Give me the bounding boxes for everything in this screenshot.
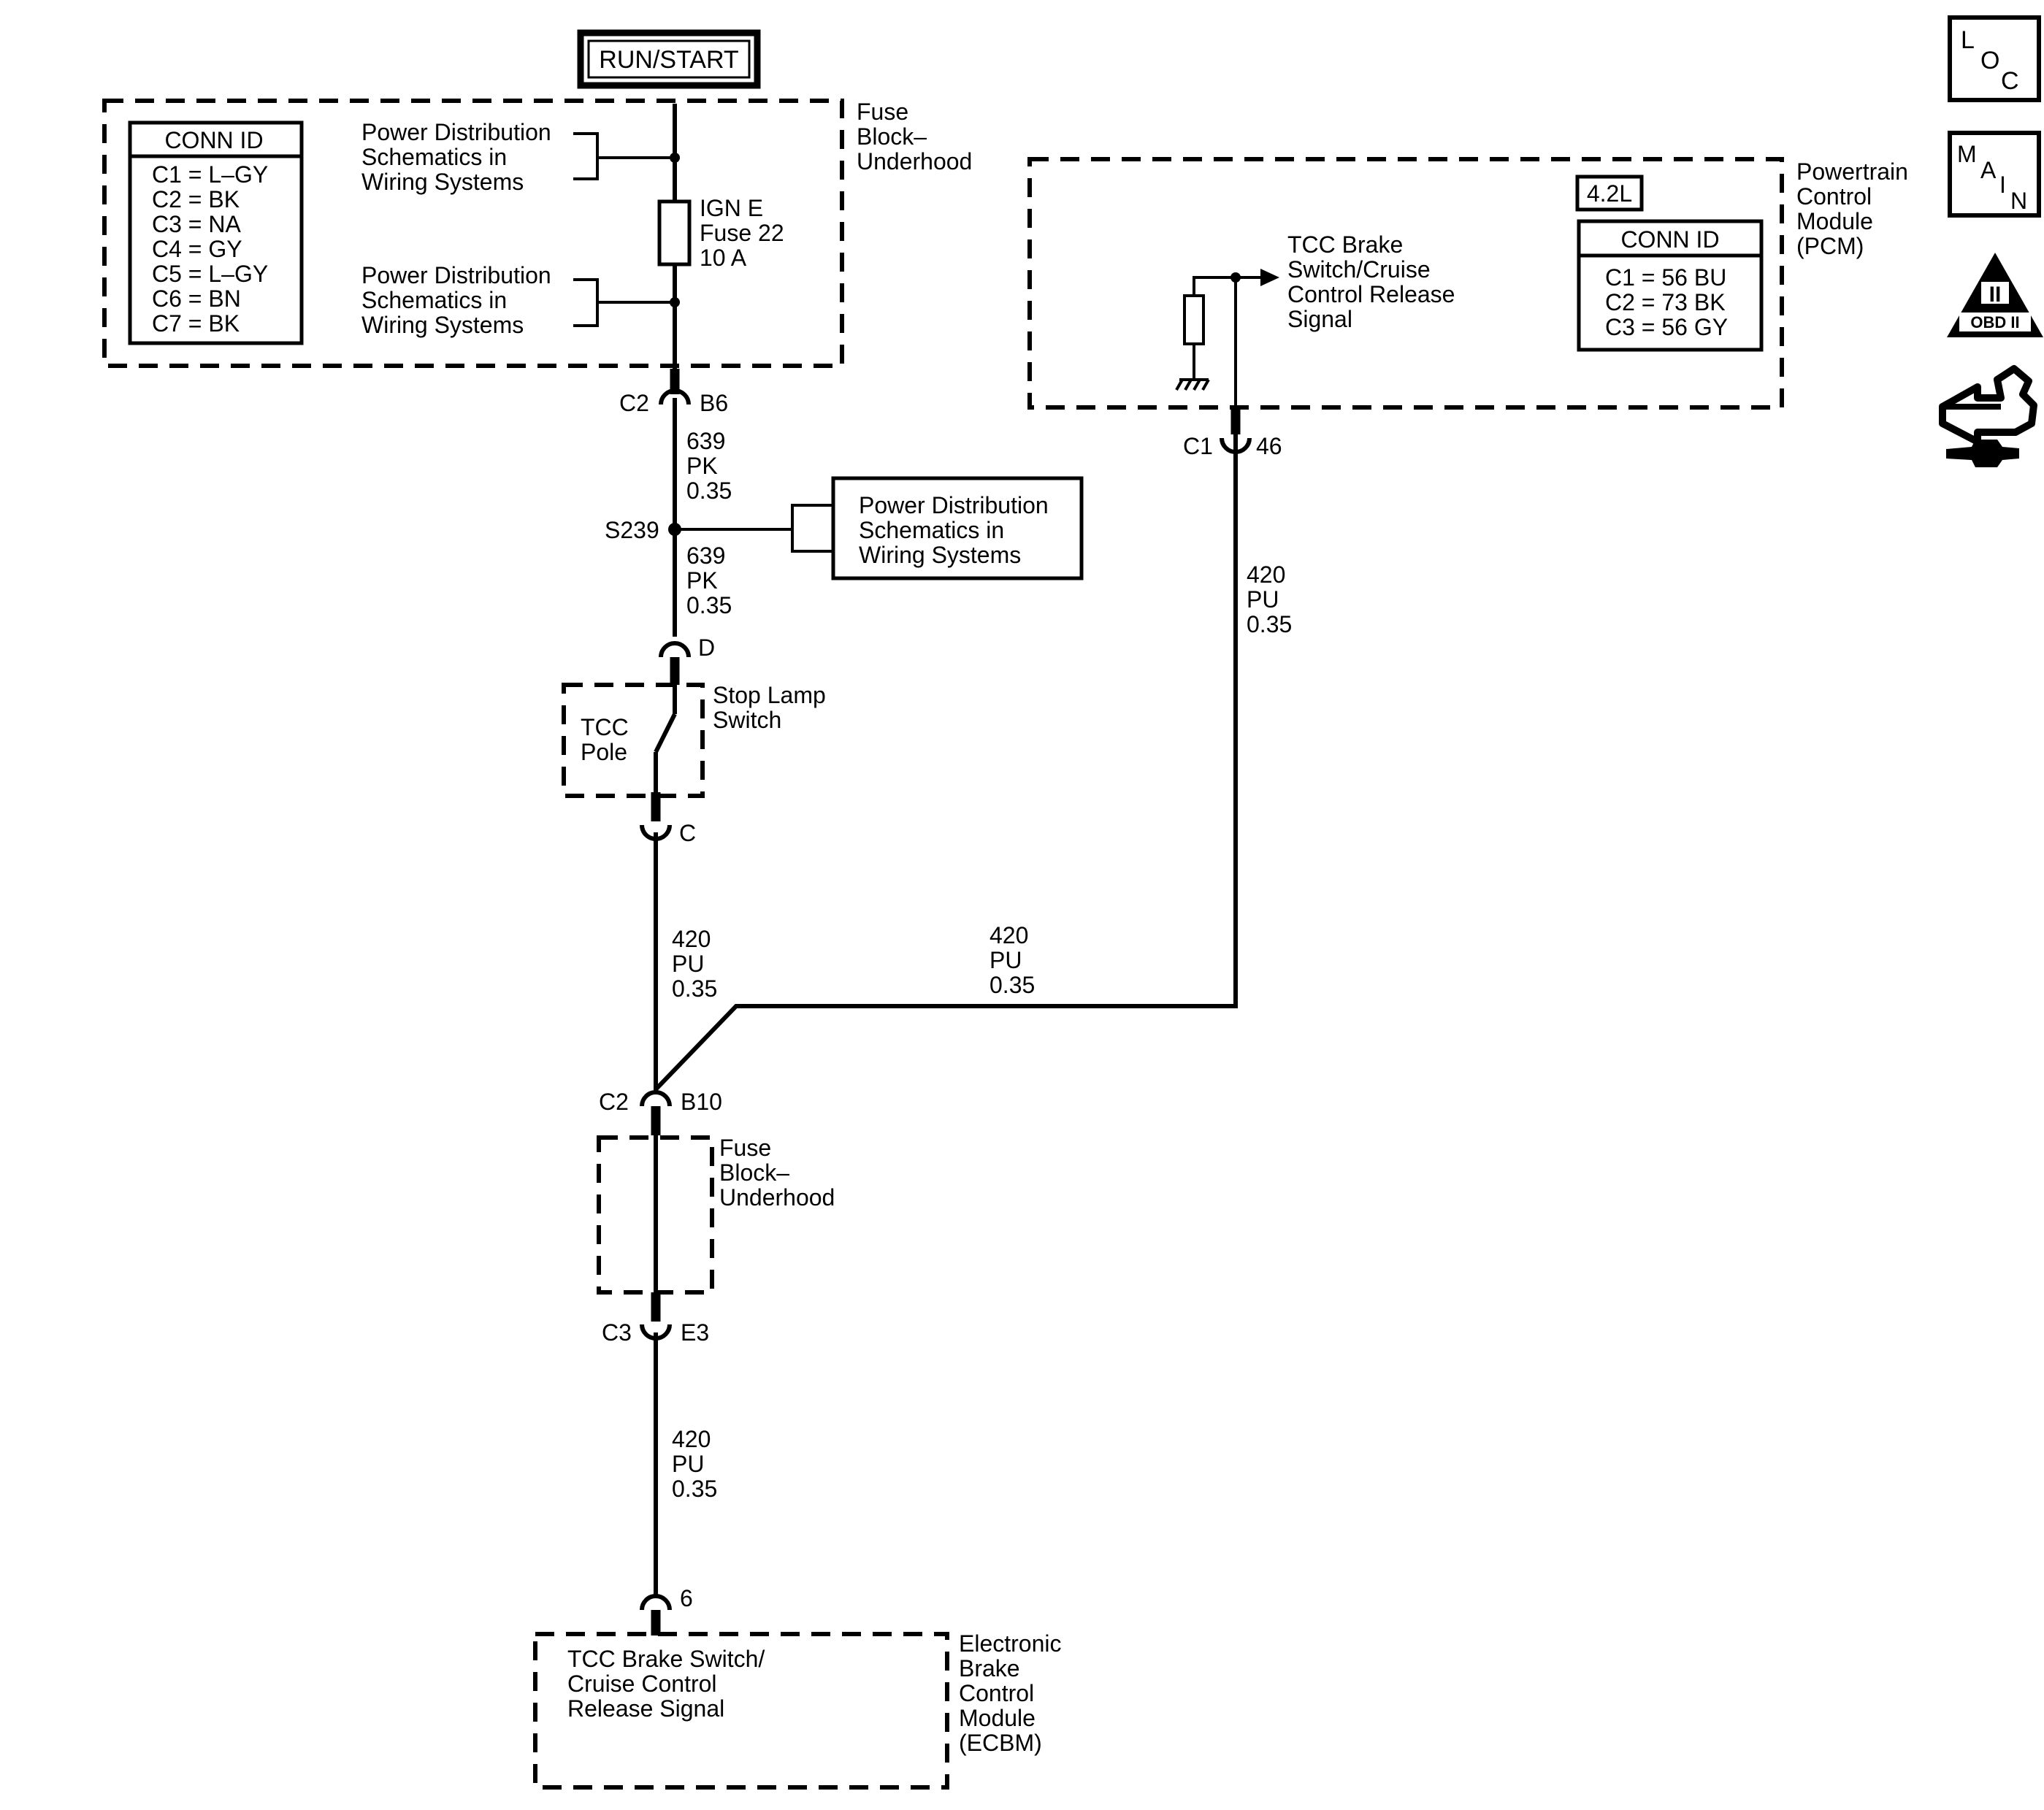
svg-text:N: N bbox=[2010, 188, 2027, 214]
ecbm-module: TCC Brake Switch/ Cruise Control Release… bbox=[533, 1630, 1068, 1790]
svg-text:B6: B6 bbox=[700, 390, 728, 416]
run-start-source: RUN/START bbox=[577, 29, 761, 89]
wire-label-639-b: 639 PK 0.35 bbox=[686, 542, 732, 618]
ecbm-signal-label: TCC Brake Switch/ Cruise Control Release… bbox=[567, 1646, 771, 1722]
junction-dot bbox=[670, 153, 680, 163]
conn-id-table-pcm: CONN ID C1 = 56 BU C2 = 73 BK C3 = 56 GY bbox=[1577, 219, 1764, 352]
pcm-conn-id-rows: C1 = 56 BU C2 = 73 BK C3 = 56 GY bbox=[1605, 264, 1733, 340]
pcm-signal-label: TCC Brake Switch/Cruise Control Release … bbox=[1287, 231, 1461, 332]
svg-text:C: C bbox=[679, 820, 696, 846]
svg-text:I: I bbox=[1999, 172, 2006, 198]
signal-arrow bbox=[1260, 269, 1279, 286]
fuse-22-symbol bbox=[657, 199, 692, 266]
svg-text:46: 46 bbox=[1256, 433, 1282, 459]
pull-down-resistor bbox=[1183, 294, 1205, 345]
obd-ii-icon[interactable]: II OBD II bbox=[1947, 253, 2043, 337]
svg-text:D: D bbox=[698, 634, 715, 661]
svg-text:CONN ID: CONN ID bbox=[1620, 226, 1719, 253]
stop-lamp-switch: Stop Lamp Switch TCC Pole bbox=[562, 682, 832, 798]
wire-420-pu-to-pcm bbox=[654, 431, 1238, 1092]
connector-c2-b6: C2 B6 bbox=[619, 369, 728, 416]
svg-text:C3: C3 bbox=[602, 1319, 632, 1346]
svg-text:II: II bbox=[1989, 283, 2002, 307]
svg-text:A: A bbox=[1980, 157, 1997, 183]
svg-text:OBD II: OBD II bbox=[1970, 313, 2019, 331]
fuse-block-top-name: Fuse Block– Underhood bbox=[857, 99, 972, 175]
svg-text:M: M bbox=[1957, 141, 1977, 167]
svg-text:6: 6 bbox=[680, 1585, 693, 1611]
svg-text:S239: S239 bbox=[605, 517, 659, 543]
connector-d: D bbox=[659, 634, 715, 685]
stop-lamp-switch-name: Stop Lamp Switch bbox=[713, 682, 832, 733]
connector-c: C bbox=[640, 792, 696, 846]
connector-c1-46: C1 46 bbox=[1183, 405, 1282, 459]
svg-text:C: C bbox=[2001, 67, 2019, 95]
svg-text:C2: C2 bbox=[599, 1089, 629, 1115]
svg-text:E3: E3 bbox=[681, 1319, 709, 1346]
splice-s239: S239 Power Distribution Schematics in Wi… bbox=[605, 476, 1084, 580]
wire-label-639-a: 639 PK 0.35 bbox=[686, 428, 732, 504]
power-ref-1: Power Distribution Schematics in Wiring … bbox=[361, 119, 558, 195]
conn-id-rows: C1 = L–GY C2 = BK C3 = NA C4 = GY C5 = L… bbox=[152, 161, 275, 337]
power-ref-2: Power Distribution Schematics in Wiring … bbox=[361, 262, 558, 338]
wire-label-420-bottom: 420 PU 0.35 bbox=[672, 1426, 717, 1502]
fuse-22-label: IGN E Fuse 22 10 A bbox=[700, 195, 791, 271]
loc-icon[interactable]: L O C bbox=[1948, 15, 2041, 102]
pcm-name: Powertrain Control Module (PCM) bbox=[1796, 158, 1915, 259]
junction-dot bbox=[670, 297, 680, 307]
svg-text:O: O bbox=[1980, 47, 1999, 74]
wire-label-420-left: 420 PU 0.35 bbox=[672, 926, 717, 1002]
svg-text:C2: C2 bbox=[619, 390, 649, 416]
ecbm-name: Electronic Brake Control Module (ECBM) bbox=[959, 1630, 1068, 1756]
svg-text:B10: B10 bbox=[681, 1089, 722, 1115]
wire-label-420-horizontal: 420 PU 0.35 bbox=[990, 922, 1035, 998]
splice-ref-text: Power Distribution Schematics in Wiring … bbox=[859, 492, 1055, 568]
hand-wrench-icon[interactable] bbox=[1939, 365, 2037, 467]
conn-id-table-fuse-block: CONN ID C1 = L–GY C2 = BK C3 = NA C4 = G… bbox=[128, 120, 304, 345]
pcm-module: Powertrain Control Module (PCM) 4.2L CON… bbox=[1027, 157, 1915, 410]
fuse-block-underhood-top: Fuse Block– Underhood CONN ID C1 = L–GY … bbox=[102, 99, 972, 368]
fuse-block-underhood-bottom: Fuse Block– Underhood bbox=[597, 1135, 835, 1296]
wire-label-420-pcm: 420 PU 0.35 bbox=[1247, 561, 1292, 637]
svg-text:L: L bbox=[1961, 26, 1975, 54]
power-ref-1-bracket bbox=[573, 132, 599, 180]
power-ref-2-bracket bbox=[573, 278, 599, 327]
tcc-pole-label: TCC Pole bbox=[581, 714, 635, 765]
svg-text:CONN ID: CONN ID bbox=[164, 127, 263, 153]
connector-pin-6: 6 bbox=[640, 1585, 693, 1635]
main-icon[interactable]: M A I N bbox=[1948, 131, 2041, 218]
run-start-label: RUN/START bbox=[599, 46, 738, 74]
engine-label: 4.2L bbox=[1587, 180, 1632, 207]
engine-badge bbox=[1575, 175, 1644, 212]
connector-c2-b10: C2 B10 bbox=[599, 1089, 722, 1135]
fuse-block-bottom-name: Fuse Block– Underhood bbox=[719, 1135, 835, 1211]
svg-text:C1: C1 bbox=[1183, 433, 1213, 459]
